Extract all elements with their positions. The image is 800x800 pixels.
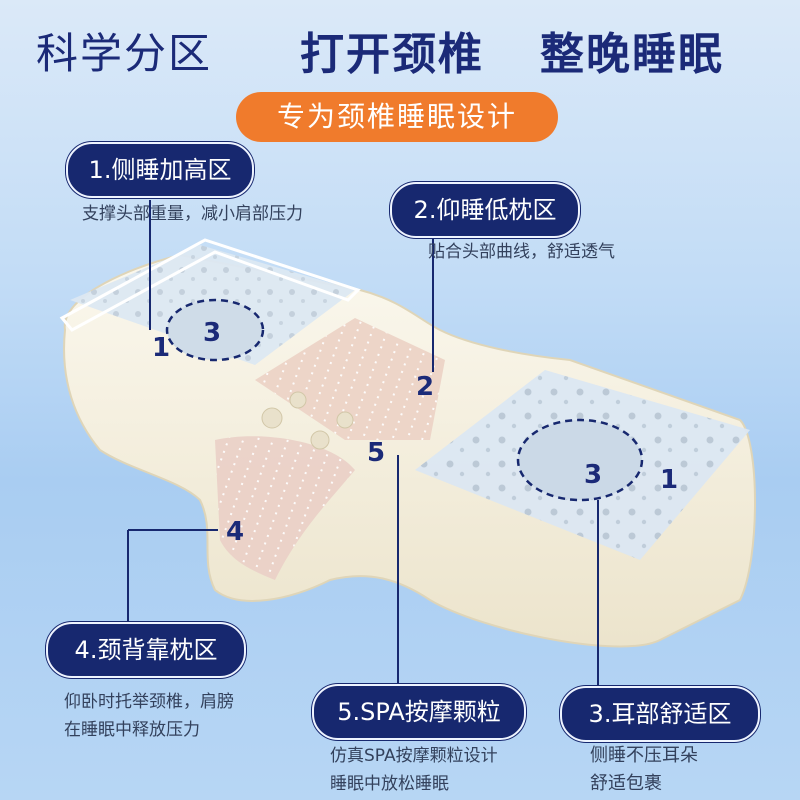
zone-1-tag: 1.侧睡加高区 <box>66 142 254 198</box>
left-zone-outline <box>59 238 361 332</box>
right-ear-dimple <box>518 420 642 500</box>
zone-1-desc-line-1: 支撑头部重量，减小肩部压力 <box>82 204 303 224</box>
zone-4-desc-line-1: 仰卧时托举颈椎，肩膀 <box>64 692 234 712</box>
zone-3-desc-line-2: 舒适包裹 <box>590 773 662 794</box>
headline-part-1: 科学分区 <box>36 29 213 78</box>
zone-3-tag: 3.耳部舒适区 <box>560 686 760 742</box>
zone-3-desc: 侧睡不压耳朵 舒适包裹 <box>590 742 698 798</box>
spa-bumps <box>261 391 354 450</box>
headline-part-3: 整晚睡眠 <box>540 29 724 80</box>
zone-4-desc: 仰卧时托举颈椎，肩膀 在睡眠中释放压力 <box>64 688 234 744</box>
zone-3-desc-line-1: 侧睡不压耳朵 <box>590 745 698 766</box>
headline-part-2: 打开颈椎 <box>300 29 484 80</box>
marker-right-3: 3 <box>584 460 603 490</box>
zone-5-desc-line-2: 睡眠中放松睡眠 <box>330 774 449 794</box>
marker-right-1: 1 <box>660 465 679 495</box>
zone-2-desc: 贴合头部曲线，舒适透气 <box>428 238 615 266</box>
marker-left-3: 3 <box>203 318 222 348</box>
headline: 科学分区 打开颈椎 整晚睡眠 <box>0 10 800 80</box>
zone-2-tag: 2.仰睡低枕区 <box>390 182 580 238</box>
zone-5-tag: 5.SPA按摩颗粒 <box>312 684 526 740</box>
left-ear-dimple <box>167 300 263 360</box>
marker-low-4: 4 <box>226 517 245 547</box>
leader-lines <box>127 200 599 692</box>
zone-1-desc: 支撑头部重量，减小肩部压力 <box>82 200 303 228</box>
zone-4-tag: 4.颈背靠枕区 <box>46 622 246 678</box>
marker-mid-2: 2 <box>416 372 435 402</box>
zone-2-desc-line-1: 贴合头部曲线，舒适透气 <box>428 242 615 262</box>
zone-5-desc: 仿真SPA按摩颗粒设计 睡眠中放松睡眠 <box>330 742 498 798</box>
marker-mid-5: 5 <box>367 438 386 468</box>
zone-5-desc-line-1: 仿真SPA按摩颗粒设计 <box>330 746 498 766</box>
subtitle-pill: 专为颈椎睡眠设计 <box>236 92 558 142</box>
marker-left-1: 1 <box>152 333 171 363</box>
zone-4-desc-line-2: 在睡眠中释放压力 <box>64 720 200 740</box>
